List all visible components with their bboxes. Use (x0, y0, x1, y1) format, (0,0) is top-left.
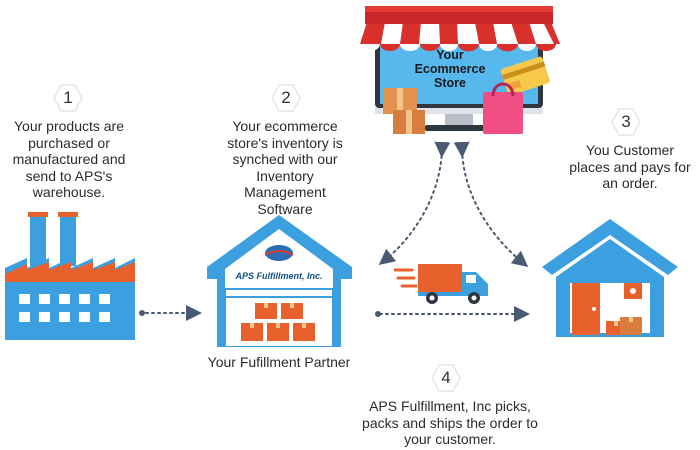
warehouse-icon (207, 215, 352, 347)
step-2-number: 2 (281, 88, 291, 107)
step-3-text: You Customer places and pays for an orde… (569, 142, 691, 191)
step-1-text: Your products are purchased or manufactu… (12, 118, 126, 200)
ecommerce-store-monitor-icon (360, 6, 560, 134)
step-3-badge: 3 (611, 108, 641, 136)
factory-icon (5, 212, 135, 340)
arrow-store-to-warehouse (378, 141, 451, 265)
step-2-badge: 2 (271, 84, 301, 112)
store-label: Your Ecommerce Store (414, 48, 486, 90)
step-3-number: 3 (621, 112, 631, 131)
customer-house-icon (542, 219, 678, 337)
warehouse-brand-label: APS Fulfillment, Inc. (235, 271, 323, 281)
arrow-house-to-store (453, 141, 529, 268)
delivery-truck-icon (394, 264, 488, 304)
step-1-badge: 1 (53, 84, 83, 112)
step-4-number: 4 (441, 368, 451, 387)
warehouse-caption: Your Fufillment Partner (207, 354, 351, 370)
step-2-text: Your ecommerce store's inventory is sync… (227, 118, 343, 217)
step-4-badge: 4 (431, 364, 461, 392)
step-1-number: 1 (63, 88, 73, 107)
step-4-text: APS Fulfillment, Inc picks, packs and sh… (362, 398, 538, 447)
